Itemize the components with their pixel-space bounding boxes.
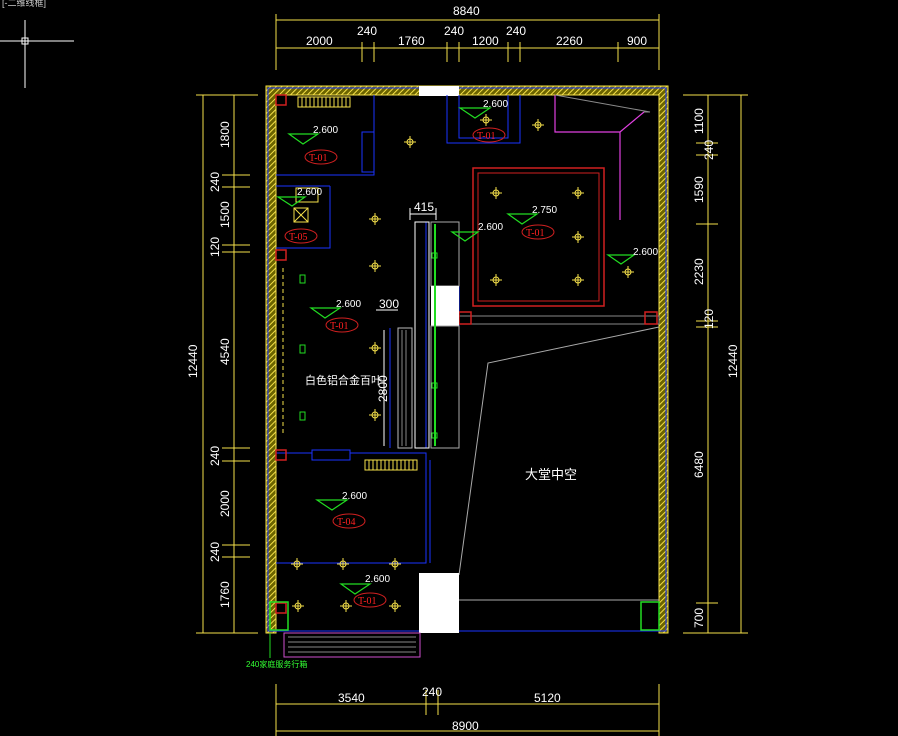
wall-lights — [299, 252, 438, 439]
dim-left-seg-6: 240 — [208, 446, 222, 466]
dim-left-seg-1: 1800 — [218, 121, 232, 148]
dim-right-seg-4: 2230 — [692, 258, 706, 285]
dim-bottom-seg-1: 3540 — [338, 691, 365, 705]
atrium-outline — [458, 326, 660, 601]
dim-right-seg-7: 700 — [692, 608, 706, 628]
dimension-lines-right — [683, 94, 748, 634]
window-opening-top — [419, 86, 459, 96]
level-markers — [275, 107, 636, 595]
label-aluminum-blinds: 白色铝合金百叶 — [305, 373, 382, 387]
dim-top-seg-8: 900 — [627, 34, 647, 48]
dim-right-seg-2: 240 — [702, 140, 716, 160]
glass-partition — [397, 221, 460, 449]
dim-left-seg-3: 1500 — [218, 201, 232, 228]
level-text-4: 2.750 — [532, 205, 557, 216]
dimension-lines-left — [196, 94, 258, 634]
tag-ellipses — [284, 127, 555, 608]
dim-left-seg-5: 4540 — [218, 338, 232, 365]
level-text-6: 2.600 — [633, 247, 658, 258]
gray-outline-top — [554, 94, 651, 113]
dim-bottom-seg-2: 240 — [422, 685, 442, 699]
level-text-5: 2.600 — [478, 222, 503, 233]
label-service-box: 240家庭服务行箱 — [246, 659, 307, 669]
dim-bottom-seg-3: 5120 — [534, 691, 561, 705]
tag-text-6: T-04 — [337, 517, 356, 528]
bottom-fixture — [269, 632, 421, 658]
dim-top-seg-4: 240 — [444, 24, 464, 38]
label-lobby-atrium: 大堂中空 — [525, 467, 577, 482]
dim-left-seg-9: 1760 — [218, 581, 232, 608]
dim-top-seg-1: 2000 — [306, 34, 333, 48]
dim-left-seg-4: 120 — [208, 237, 222, 257]
dim-opening-300: 300 — [379, 297, 399, 311]
dim-top-seg-2: 240 — [357, 24, 377, 38]
level-text-2: 2.600 — [483, 99, 508, 110]
level-text-7: 2.600 — [336, 299, 361, 310]
exterior-wall — [265, 85, 669, 634]
ceiling-lights — [291, 114, 634, 612]
tag-text-5: T-01 — [330, 321, 349, 332]
dimension-lines-bottom — [275, 684, 660, 736]
level-text-9: 2.600 — [365, 574, 390, 585]
tag-text-2: T-01 — [477, 131, 496, 142]
dim-right-seg-3: 1590 — [692, 176, 706, 203]
dim-left-seg-8: 240 — [208, 542, 222, 562]
green-corner-boxes — [269, 601, 660, 631]
dim-top-seg-3: 1760 — [398, 34, 425, 48]
dim-right-seg-1: 1100 — [692, 108, 706, 134]
dim-right-seg-6: 6480 — [692, 451, 706, 478]
tag-text-7: T-01 — [358, 596, 377, 607]
dim-opening-415: 415 — [414, 200, 434, 214]
crosshair-cursor — [0, 20, 74, 88]
corridor-beam — [458, 311, 660, 325]
dimension-lines-top — [275, 14, 660, 70]
dim-left-total: 12440 — [186, 344, 200, 378]
viewport-label[interactable]: [-二维线框] — [2, 0, 46, 8]
dim-bottom-total: 8900 — [452, 719, 479, 733]
ceiling-coffer — [472, 167, 605, 307]
interior-partitions — [276, 95, 521, 564]
dim-left-seg-7: 2000 — [218, 490, 232, 517]
dim-top-total: 8840 — [453, 4, 480, 18]
atrium-opening — [419, 573, 459, 633]
tag-text-4: T-01 — [526, 228, 545, 239]
magenta-outline — [554, 95, 645, 220]
dim-vertical-2800: 2800 — [376, 375, 390, 402]
inner-dimension-lines — [376, 208, 437, 446]
column-markers — [275, 94, 287, 614]
tag-text-1: T-01 — [309, 153, 328, 164]
level-text-8: 2.600 — [342, 491, 367, 502]
dim-top-seg-5: 1200 — [472, 34, 499, 48]
dim-top-seg-7: 2260 — [556, 34, 583, 48]
dim-right-total: 12440 — [726, 344, 740, 378]
dim-left-seg-2: 240 — [208, 172, 222, 192]
tag-text-3: T-05 — [289, 232, 308, 243]
level-text-1: 2.600 — [313, 125, 338, 136]
dim-right-seg-5: 120 — [702, 309, 716, 329]
level-text-3: 2.600 — [297, 187, 322, 198]
dim-top-seg-6: 240 — [506, 24, 526, 38]
